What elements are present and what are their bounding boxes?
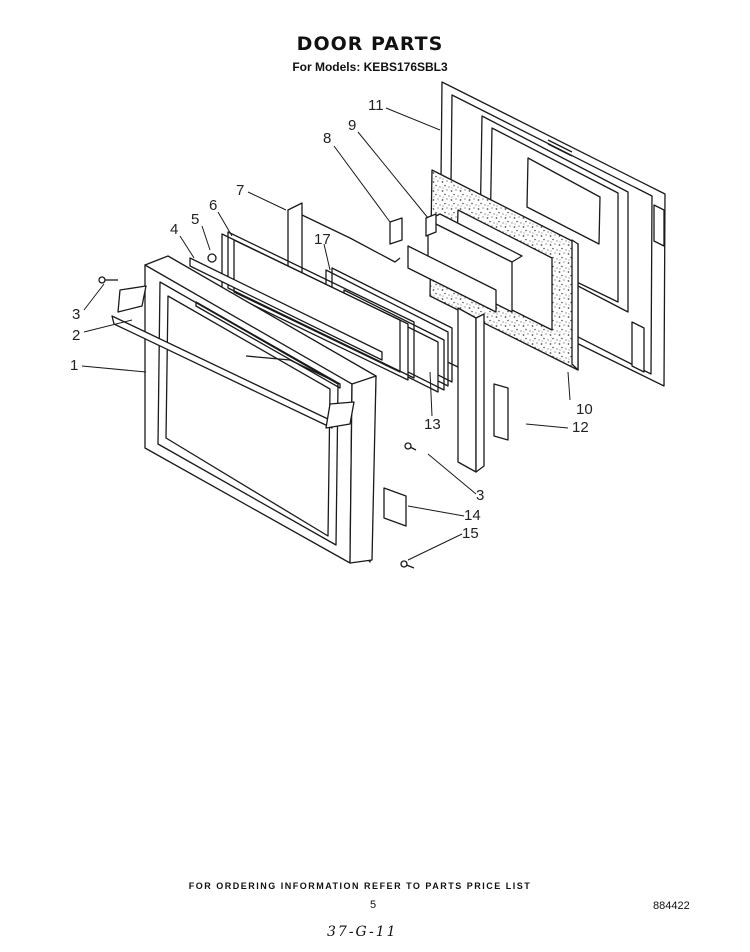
screw: [98, 253, 417, 569]
callout-9: 9: [348, 117, 356, 134]
outer-door-panel: [144, 255, 377, 564]
callout-11: 11: [368, 97, 384, 114]
page-number: 5: [370, 899, 377, 911]
callout-5: 5: [191, 211, 199, 228]
callout-12: 12: [572, 419, 589, 436]
callout-8: 8: [323, 130, 331, 147]
document-number: 884422: [653, 900, 690, 912]
callout-17: 17: [314, 231, 331, 248]
callout-6: 6: [209, 197, 217, 214]
handle-bracket: [383, 487, 407, 527]
hinge-bracket: [389, 213, 523, 313]
door-hinge: [493, 383, 509, 441]
callout-15: 15: [462, 525, 479, 542]
callout-14: 14: [464, 507, 481, 524]
ordering-note: FOR ORDERING INFORMATION REFER TO PARTS …: [188, 881, 532, 891]
leader-lines: [81, 107, 571, 561]
door-trim-strip: [189, 257, 383, 361]
side-support: [457, 307, 485, 473]
page-title: DOOR PARTS: [296, 33, 444, 55]
callout-2: 2: [72, 327, 80, 344]
callout-13: 13: [424, 416, 441, 433]
callout-7: 7: [236, 182, 244, 199]
callout-10: 10: [576, 401, 593, 418]
door-handle: [111, 285, 355, 429]
handwritten-note: 37-G-11: [327, 924, 398, 940]
callout-3a: 3: [72, 306, 80, 323]
models-subtitle: For Models: KEBS176SBL3: [292, 60, 448, 74]
callout-3b: 3: [476, 487, 484, 504]
callout-4: 4: [170, 221, 178, 238]
callout-1: 1: [70, 357, 78, 374]
